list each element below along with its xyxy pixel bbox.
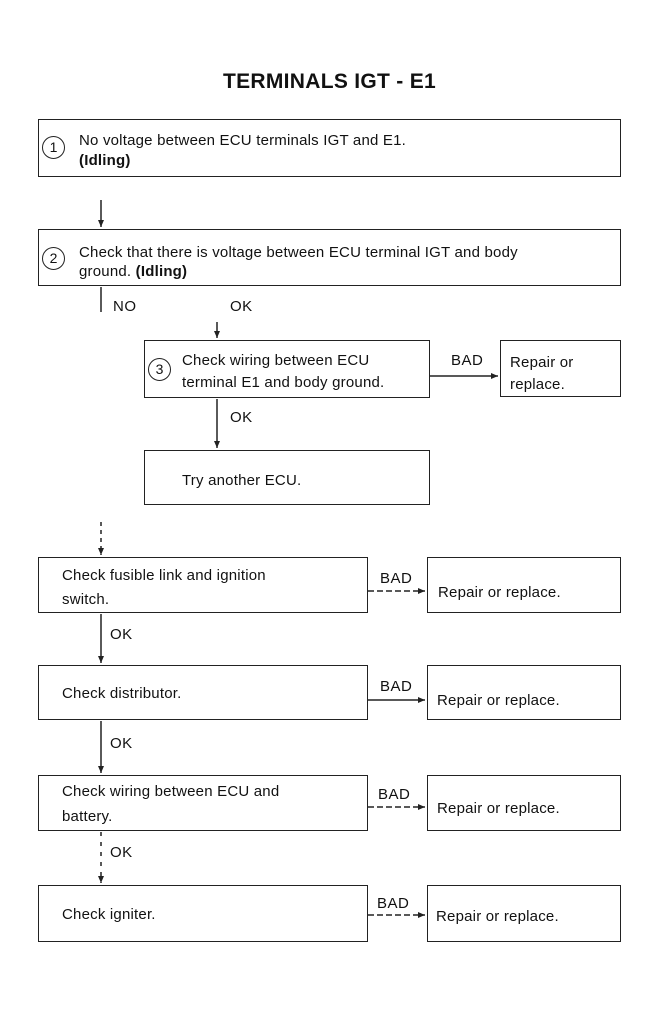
step1-box bbox=[38, 119, 621, 177]
fusible-repair-text: Repair or replace. bbox=[438, 584, 561, 601]
step3-repair-text-line2: replace. bbox=[510, 376, 565, 393]
bad-label-wiring: BAD bbox=[378, 786, 411, 803]
step3-box bbox=[144, 340, 430, 398]
step2-ground-label: ground. bbox=[79, 263, 132, 280]
fusible-repair-box bbox=[427, 557, 621, 613]
wiring-repair-box bbox=[427, 775, 621, 831]
step1-condition: (Idling) bbox=[79, 152, 131, 169]
distributor-repair-box bbox=[427, 665, 621, 720]
fusible-text-line2: switch. bbox=[62, 591, 110, 608]
ok-label-step2: OK bbox=[230, 298, 253, 315]
step3-repair-box bbox=[500, 340, 621, 397]
ok-label-fusible: OK bbox=[110, 626, 133, 643]
igniter-repair-text: Repair or replace. bbox=[436, 908, 559, 925]
igniter-repair-box bbox=[427, 885, 621, 942]
bad-label-fusible: BAD bbox=[380, 570, 413, 587]
step2-number-icon: 2 bbox=[42, 247, 65, 270]
bad-label-step3: BAD bbox=[451, 352, 484, 369]
page-title: TERMINALS IGT - E1 bbox=[222, 70, 437, 93]
igniter-box bbox=[38, 885, 368, 942]
step2-text: Check that there is voltage between ECU … bbox=[79, 244, 518, 261]
step2-condition: (Idling) bbox=[135, 263, 188, 280]
ok-label-step3: OK bbox=[230, 409, 253, 426]
step2-text-line2: ground. (Idling) bbox=[79, 260, 187, 283]
step3-text-line2: terminal E1 and body ground. bbox=[182, 374, 385, 391]
distributor-text: Check distributor. bbox=[62, 685, 182, 702]
try-ecu-text: Try another ECU. bbox=[182, 472, 302, 489]
step1-number-icon: 1 bbox=[42, 136, 65, 159]
bad-label-igniter: BAD bbox=[377, 895, 410, 912]
wiring-battery-text: Check wiring between ECU and bbox=[62, 783, 280, 800]
step3-text: Check wiring between ECU bbox=[182, 352, 370, 369]
distributor-box bbox=[38, 665, 368, 720]
igniter-text: Check igniter. bbox=[62, 906, 156, 923]
wiring-battery-text-line2: battery. bbox=[62, 808, 113, 825]
fusible-text: Check fusible link and ignition bbox=[62, 567, 266, 584]
step1-text: No voltage between ECU terminals IGT and… bbox=[79, 132, 407, 149]
step3-repair-text: Repair or bbox=[510, 354, 574, 371]
ok-label-distributor: OK bbox=[110, 735, 133, 752]
step3-number-icon: 3 bbox=[148, 358, 171, 381]
step2-box bbox=[38, 229, 621, 286]
fusible-box bbox=[38, 557, 368, 613]
bad-label-distributor: BAD bbox=[380, 678, 413, 695]
wiring-battery-box bbox=[38, 775, 368, 831]
distributor-repair-text: Repair or replace. bbox=[437, 692, 560, 709]
no-label: NO bbox=[113, 298, 137, 315]
try-ecu-box bbox=[144, 450, 430, 505]
wiring-repair-text: Repair or replace. bbox=[437, 800, 560, 817]
ok-label-wiring: OK bbox=[110, 844, 133, 861]
